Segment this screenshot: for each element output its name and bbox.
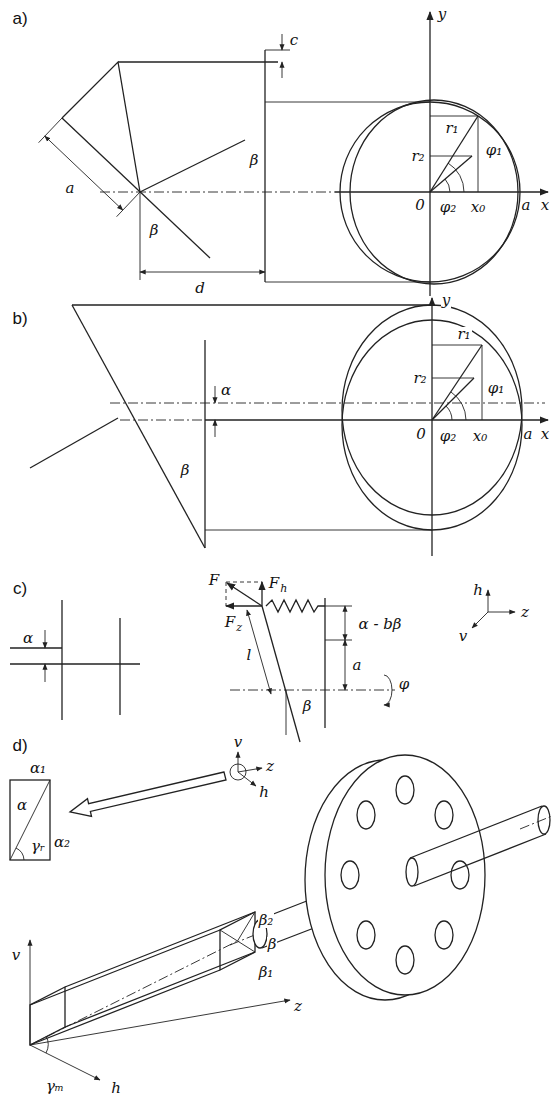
symbol-label: a	[523, 427, 534, 442]
symbol-label: 0	[414, 198, 426, 213]
symbol-label: α	[22, 631, 34, 646]
symbol-label: c	[289, 33, 299, 48]
symbol-label: y	[437, 7, 447, 22]
symbol-label: v	[11, 948, 21, 963]
subscript-label: z	[235, 622, 243, 633]
symbol-label: a	[521, 198, 532, 213]
symbol-label: z	[293, 999, 303, 1014]
panel-c-drawing	[10, 582, 515, 742]
symbol-label: β	[249, 153, 260, 168]
symbol-label: α - bβ	[357, 617, 402, 632]
panel-b-drawing	[30, 298, 548, 556]
symbol-label: α	[220, 383, 232, 398]
symbol-label: 0	[415, 427, 427, 442]
symbol-label: α₂	[53, 835, 71, 850]
symbol-label: F	[208, 573, 220, 588]
symbol-label: z	[520, 605, 530, 620]
symbol-label: β₂	[258, 913, 275, 928]
symbol-label: h	[258, 785, 270, 800]
panel-letter: a)	[11, 10, 28, 27]
symbol-label: d	[194, 281, 206, 296]
symbol-label: v	[458, 629, 468, 644]
symbol-label: x	[540, 198, 550, 213]
symbol-label: β	[180, 463, 191, 478]
symbol-label: α₁	[29, 761, 47, 776]
symbol-label: φ₂	[439, 200, 458, 215]
symbol-label: α	[16, 798, 28, 813]
panel-d-drawing	[10, 752, 552, 1080]
symbol-label: z	[265, 759, 275, 774]
symbol-label: h	[110, 1081, 122, 1096]
symbol-label: γᵣ	[30, 839, 46, 854]
panel-a-drawing	[39, 12, 548, 296]
symbol-label: β	[302, 699, 313, 714]
symbol-label: l	[246, 648, 253, 663]
panel-letter: b)	[11, 310, 28, 327]
symbol-label: v	[233, 735, 243, 750]
symbol-label: r₁	[456, 327, 471, 342]
panel-letter: d)	[11, 737, 28, 754]
symbol-label: F	[268, 576, 280, 591]
symbol-label: φ	[398, 677, 411, 692]
symbol-label: φ₁	[487, 381, 506, 396]
symbol-label: x	[540, 427, 550, 442]
symbol-label: h	[472, 583, 484, 598]
panel-letter: c)	[12, 580, 28, 597]
symbol-label: β₁	[258, 965, 275, 980]
symbol-label: x₀	[472, 429, 488, 444]
symbol-label: γₘ	[45, 1079, 65, 1094]
symbol-label: x₀	[470, 200, 486, 215]
symbol-label: φ₁	[485, 143, 504, 158]
symbol-label: r₂	[410, 149, 425, 164]
symbol-label: r₁	[444, 121, 459, 136]
symbol-label: r₂	[412, 371, 427, 386]
symbol-label: a	[65, 181, 76, 196]
symbol-label: a	[352, 658, 363, 673]
symbol-label: F	[224, 615, 236, 630]
subscript-label: h	[279, 583, 288, 594]
symbol-label: φ₂	[439, 429, 458, 444]
symbol-label: β	[149, 223, 160, 238]
symbol-label: y	[441, 293, 451, 308]
symbol-label: β	[267, 937, 278, 952]
